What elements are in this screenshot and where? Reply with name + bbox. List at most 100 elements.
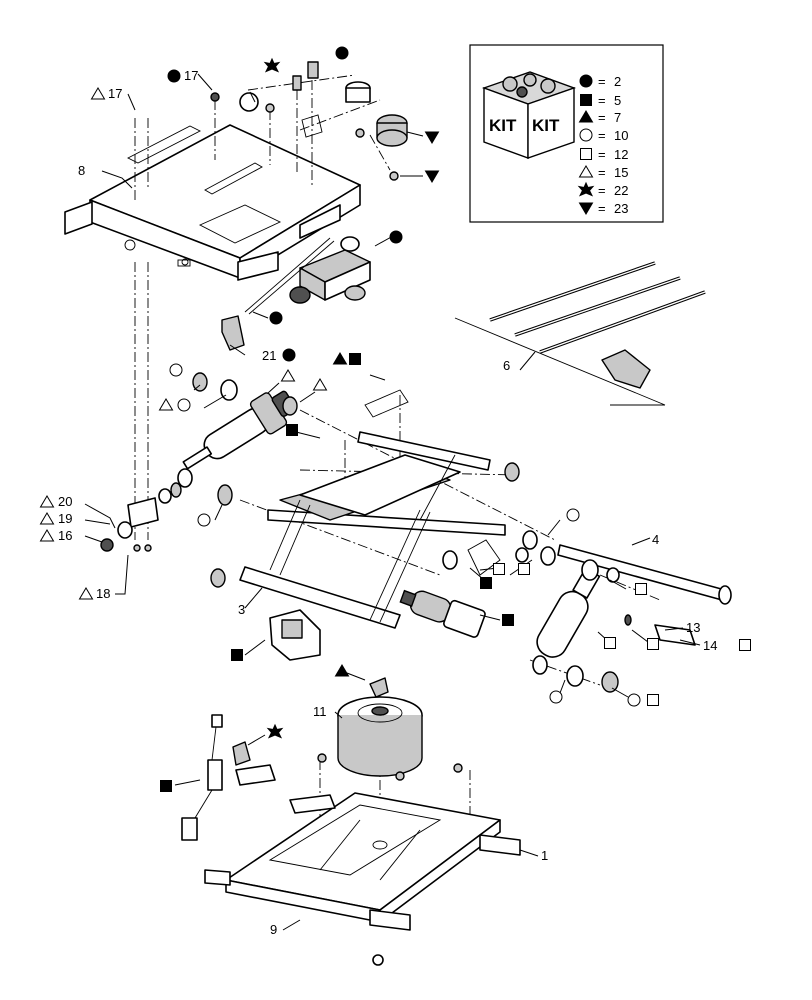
- callout-3: 3: [238, 602, 245, 617]
- callout-19: 19: [58, 511, 72, 526]
- cable-bracket: [269, 609, 321, 661]
- filled-circle-icon: [167, 69, 181, 83]
- svg-text:10: 10: [614, 128, 628, 143]
- callout-9: 9: [270, 922, 277, 937]
- left-damper: [182, 372, 298, 470]
- legend-row-7: = 7: [579, 110, 621, 125]
- svg-text:=: =: [598, 110, 606, 125]
- svg-text:12: 12: [614, 147, 628, 162]
- filled-circle-icon: [282, 348, 296, 362]
- legend-row-2: = 2: [579, 74, 621, 89]
- open-circle-icon: [579, 128, 593, 142]
- open-square-icon: [580, 148, 592, 160]
- svg-text:5: 5: [614, 93, 621, 108]
- callout-numbers: 17 17 8 21 6 4 3 20 19 16 18 13 14 11 1 …: [58, 68, 717, 937]
- filled-square-icon: [231, 649, 243, 661]
- valve-assembly: [221, 236, 371, 351]
- legend-row-5: = 5: [580, 93, 621, 108]
- filled-square-icon: [160, 780, 172, 792]
- callout-11: 11: [313, 704, 327, 719]
- svg-text:=: =: [598, 201, 606, 216]
- base-plate: [204, 792, 521, 931]
- filled-triangle-icon: [333, 352, 347, 365]
- filled-square-icon: [286, 424, 298, 436]
- open-circle-icon: [177, 398, 191, 412]
- callout-18: 18: [96, 586, 110, 601]
- kit-label-right: KIT: [532, 116, 560, 135]
- star-icon: [267, 724, 283, 738]
- callout-21: 21: [262, 348, 276, 363]
- down-triangle-icon: [425, 170, 439, 183]
- open-circle-icon: [169, 363, 183, 377]
- filled-triangle-icon: [335, 664, 349, 677]
- svg-text:2: 2: [614, 74, 621, 89]
- kit-box-icon: KIT KIT: [481, 71, 577, 159]
- open-triangle-icon: [40, 512, 54, 525]
- open-triangle-icon: [159, 398, 173, 411]
- star-icon: [264, 58, 280, 72]
- filled-square-icon: [349, 353, 361, 365]
- filled-square-icon: [502, 614, 514, 626]
- callout-20: 20: [58, 494, 72, 509]
- svg-text:7: 7: [614, 110, 621, 125]
- washer-stack: [100, 468, 193, 552]
- svg-text:=: =: [598, 74, 606, 89]
- kit-legend-box: KIT KIT = 2 = 5 = 7 = 10 = 12: [469, 44, 664, 223]
- open-circle-icon: [566, 508, 580, 522]
- filled-square-icon: [480, 577, 492, 589]
- open-triangle-icon: [40, 495, 54, 508]
- callout-1: 1: [541, 848, 548, 863]
- motor: [399, 589, 486, 638]
- callout-14: 14: [703, 638, 717, 653]
- open-circle-icon: [197, 513, 211, 527]
- svg-text:15: 15: [614, 165, 628, 180]
- open-square-icon: [518, 563, 530, 575]
- filled-circle-icon: [335, 46, 349, 60]
- sensor: [232, 741, 276, 786]
- legend-row-23: = 23: [579, 201, 628, 216]
- callout-17-top: 17: [184, 68, 198, 83]
- callout-4: 4: [652, 532, 659, 547]
- open-square-icon: [604, 637, 616, 649]
- svg-text:22: 22: [614, 183, 628, 198]
- filled-circle-icon: [389, 230, 403, 244]
- svg-text:23: 23: [614, 201, 628, 216]
- legend-row-15: = 15: [579, 165, 628, 180]
- svg-text:=: =: [598, 165, 606, 180]
- svg-text:=: =: [598, 147, 606, 162]
- top-mounting-plate: [64, 124, 361, 281]
- callout-16: 16: [58, 528, 72, 543]
- svg-text:=: =: [598, 93, 606, 108]
- open-circle-icon: [549, 690, 563, 704]
- open-square-icon: [647, 694, 659, 706]
- open-square-icon: [635, 583, 647, 595]
- open-triangle-icon: [91, 87, 105, 100]
- filled-circle-icon: [579, 74, 593, 88]
- rods-kit: [454, 261, 706, 406]
- leader-lines: [84, 73, 701, 931]
- open-circle-icon: [627, 693, 641, 707]
- open-triangle-icon: [281, 369, 295, 382]
- svg-text:=: =: [598, 183, 606, 198]
- right-damper: [532, 559, 696, 693]
- callout-8: 8: [78, 163, 85, 178]
- filled-circle-icon: [269, 311, 283, 325]
- legend-row-12: = 12: [580, 147, 628, 162]
- open-square-icon: [493, 563, 505, 575]
- wire-harness: [181, 714, 223, 841]
- open-triangle-icon: [313, 378, 327, 391]
- callout-6: 6: [503, 358, 510, 373]
- svg-text:=: =: [598, 128, 606, 143]
- kit-label-left: KIT: [489, 116, 517, 135]
- filled-square-icon: [580, 94, 592, 106]
- open-triangle-icon: [40, 529, 54, 542]
- fasteners: [317, 753, 463, 966]
- top-hardware: [210, 61, 408, 181]
- legend-row-22: = 22: [578, 182, 628, 198]
- open-triangle-icon: [79, 587, 93, 600]
- shaft: [522, 530, 732, 605]
- legend-row-10: = 10: [579, 128, 628, 143]
- air-spring: [337, 677, 423, 777]
- down-triangle-icon: [425, 131, 439, 144]
